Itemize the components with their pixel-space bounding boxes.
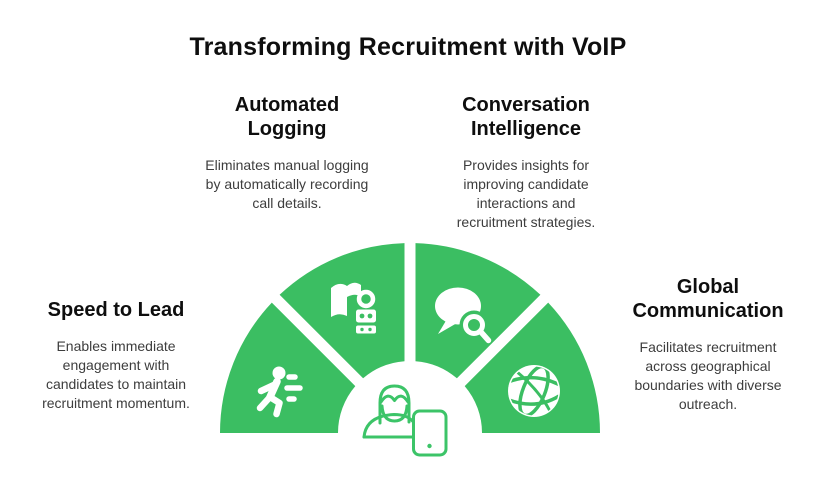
section-description-speed-to-lead: Enables immediate engagement with candid…: [42, 338, 190, 411]
magnifier-ring: [463, 314, 485, 336]
section-description-conversation-intelligence: Provides insights for improving candidat…: [456, 157, 596, 230]
tablet-outline: [412, 409, 448, 457]
magnifier-handle: [478, 329, 492, 344]
robot-base-shape: [356, 325, 376, 334]
fan-segment-speed-to-lead: [220, 302, 356, 433]
tablet-home-dot: [427, 443, 432, 449]
section-speed-to-lead: Speed to Lead Enables immediate engageme…: [16, 298, 216, 413]
robot-body-shape: [356, 309, 376, 323]
section-heading-speed-to-lead: Speed to Lead: [47, 299, 185, 321]
page-title: Transforming Recruitment with VoIP: [189, 33, 627, 61]
section-heading-conversation-intelligence: Conversation Intelligence: [462, 94, 590, 140]
agent-hair-outline: [378, 384, 411, 425]
speech-bubble-tail: [438, 319, 457, 334]
robot-head-shape: [356, 289, 376, 309]
agent-face-outline: [380, 404, 409, 423]
agent-hair-fringe: [379, 394, 410, 404]
support-agent-with-tablet-icon: [362, 384, 448, 457]
section-global-communication: Global Communication Facilitates recruit…: [598, 275, 816, 414]
agent-shoulders-outline: [362, 413, 415, 439]
globe-icon: [508, 365, 560, 417]
open-book-shape: [347, 282, 361, 297]
section-automated-logging: Automated Logging Eliminates manual logg…: [177, 93, 397, 213]
section-description-global-communication: Facilitates recruitment across geographi…: [634, 339, 782, 412]
open-book-shape: [331, 283, 347, 317]
section-conversation-intelligence: Conversation Intelligence Provides insig…: [416, 93, 636, 232]
section-heading-automated-logging: Automated Logging: [234, 94, 340, 140]
section-description-automated-logging: Eliminates manual logging by automatical…: [205, 157, 369, 211]
section-heading-global-communication: Global Communication: [632, 276, 784, 322]
running-person-icon: [256, 366, 303, 418]
chat-search-icon: [435, 287, 492, 344]
book-robot-icon: [331, 282, 376, 334]
